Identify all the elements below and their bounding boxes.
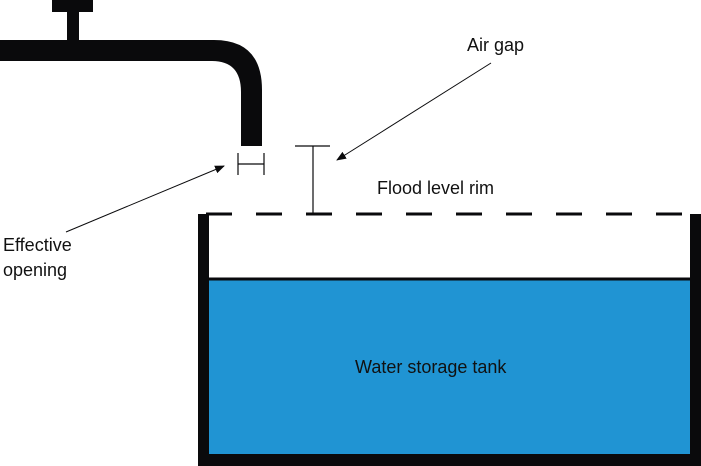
- air-gap-arrow: [336, 62, 492, 161]
- flood-level-rim-label: Flood level rim: [377, 178, 494, 198]
- water-body: [205, 280, 690, 454]
- faucet-handle-top: [52, 0, 93, 12]
- air-gap-dimension: [295, 145, 330, 214]
- air-gap-label: Air gap: [467, 35, 524, 55]
- effective-opening-label-line1: Effective: [3, 235, 72, 255]
- effective-opening-dimension: [237, 153, 265, 175]
- faucet-handle-stem: [67, 10, 79, 42]
- supply-pipe: [0, 40, 262, 146]
- effective-opening-label-line2: opening: [3, 260, 67, 280]
- effective-opening-arrow: [65, 165, 225, 233]
- tank-label: Water storage tank: [355, 357, 507, 377]
